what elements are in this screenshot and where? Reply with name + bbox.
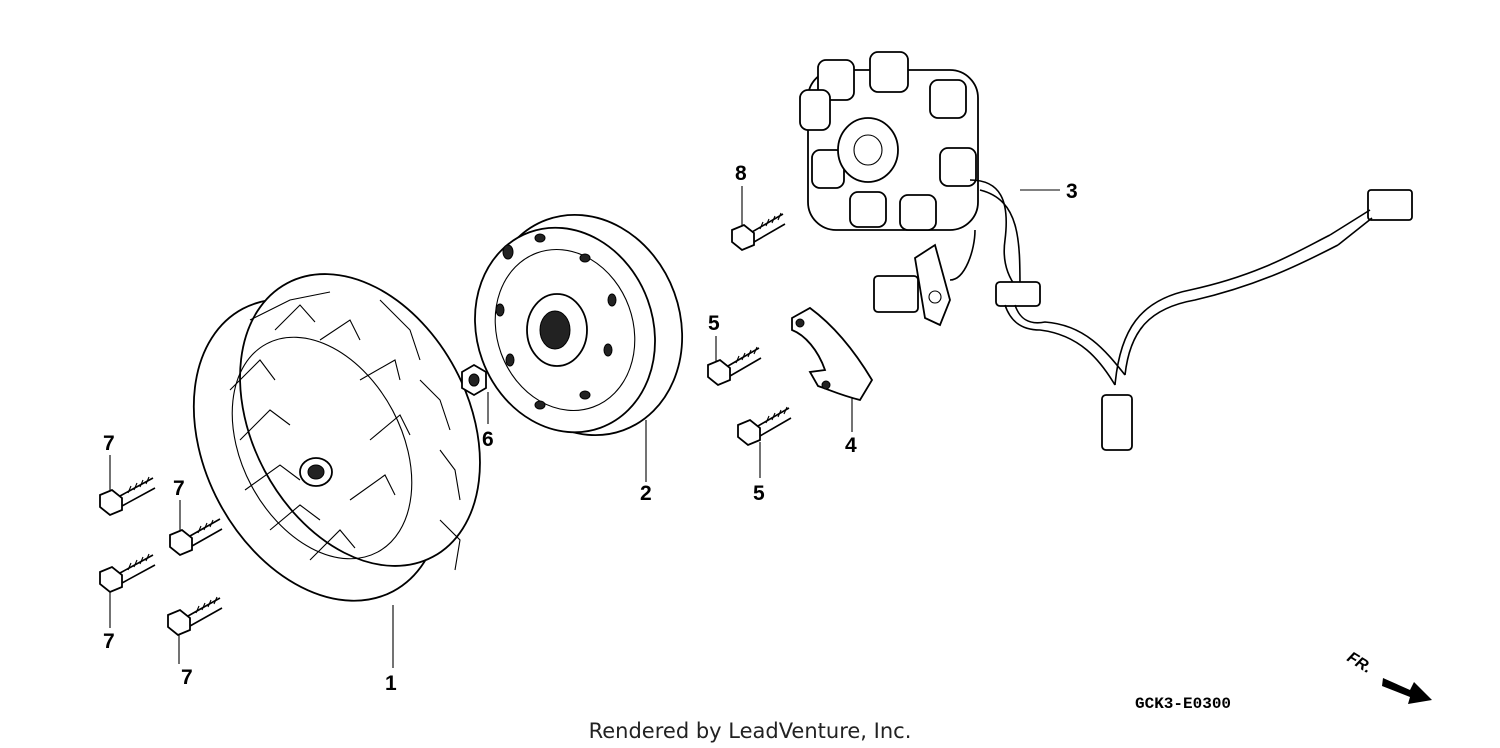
leader-lines bbox=[109, 186, 1060, 668]
front-arrow-icon bbox=[1382, 678, 1432, 704]
cooling-fan-part[interactable] bbox=[144, 232, 528, 643]
bolt-7d-part[interactable] bbox=[167, 596, 223, 637]
callout-8: 8 bbox=[735, 162, 747, 185]
callout-4: 4 bbox=[845, 434, 857, 457]
callout-5-upper: 5 bbox=[708, 312, 720, 335]
bolt-5a-part[interactable] bbox=[707, 346, 762, 387]
flywheel-nut-part[interactable] bbox=[461, 363, 487, 397]
front-direction-label: FR. bbox=[1344, 649, 1375, 677]
callout-5-lower: 5 bbox=[753, 482, 765, 505]
callout-7-mid: 7 bbox=[173, 477, 185, 500]
callout-6: 6 bbox=[482, 428, 494, 451]
diagram-code: GCK3-E0300 bbox=[1135, 695, 1231, 713]
callout-7-top-left: 7 bbox=[103, 432, 115, 455]
bolt-5b-part[interactable] bbox=[737, 406, 792, 447]
front-direction-indicator: FR. bbox=[1344, 649, 1432, 704]
callout-3: 3 bbox=[1066, 180, 1078, 203]
stator-coil-part[interactable] bbox=[799, 51, 1413, 451]
callout-7-bottom: 7 bbox=[181, 666, 193, 689]
bolt-7b-part[interactable] bbox=[169, 518, 223, 557]
clamp-plate-part[interactable] bbox=[791, 306, 874, 402]
render-credit: Rendered by LeadVenture, Inc. bbox=[589, 719, 912, 743]
callout-1: 1 bbox=[385, 672, 397, 695]
flywheel-part[interactable] bbox=[447, 187, 713, 462]
bolt-7a-part[interactable] bbox=[99, 476, 156, 517]
bolt-7c-part[interactable] bbox=[99, 553, 156, 594]
callout-2: 2 bbox=[640, 482, 652, 505]
bolt-8-part[interactable] bbox=[731, 212, 786, 252]
callout-7-lower-left: 7 bbox=[103, 630, 115, 653]
